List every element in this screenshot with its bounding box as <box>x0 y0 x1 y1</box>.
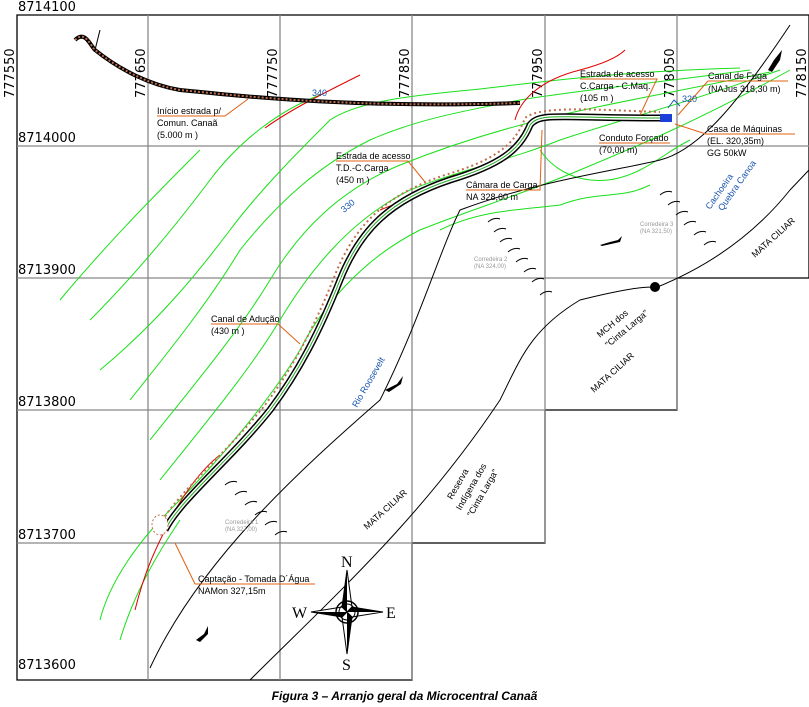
penstock-label: Conduto Forçado(70,00 m) <box>599 133 669 155</box>
adduction-canal-label: Canal de Adução(430 m ) <box>211 314 280 336</box>
road-start-label: Início estrada p/Comun. Canaã(5.000 m ) <box>157 106 222 140</box>
rapid-3-label: Corredeira 3(NA 321,50) <box>640 222 674 235</box>
flow-arrow-icon <box>385 376 403 392</box>
east-coord-label: 778050 <box>663 48 678 98</box>
north-coord-label: 8714100 <box>18 0 76 15</box>
north-coord-label: 8713800 <box>18 395 76 410</box>
contour-label-320: 320 <box>682 94 697 104</box>
river-banks <box>149 24 809 681</box>
compass-rose: N S E W <box>292 554 396 674</box>
mch-location-marker <box>650 282 660 292</box>
compass-north: N <box>341 554 353 571</box>
rapids-symbols <box>224 190 717 536</box>
adduction-canal <box>151 108 661 536</box>
east-coord-label: 777950 <box>531 48 546 98</box>
figure-caption: Figura 3 – Arranjo geral da Microcentral… <box>271 689 538 703</box>
rapid-1-label: Corredeira 1(NA 327,00) <box>225 520 259 533</box>
north-coord-label: 8713900 <box>18 263 76 278</box>
east-coord-label: 777750 <box>266 48 281 98</box>
powerhouse-icon <box>660 114 672 122</box>
tailrace-label: Canal de Fuga(NAJus 318,30 m) <box>708 71 781 94</box>
east-coord-label: 777850 <box>398 48 413 98</box>
flow-arrow-icon <box>600 236 622 246</box>
east-coord-label: 777650 <box>134 48 149 98</box>
map-frame <box>16 14 809 681</box>
leader-lines <box>157 78 795 585</box>
east-coord-label: 777550 <box>3 48 18 98</box>
compass-south: S <box>342 657 351 674</box>
north-coord-label: 8714000 <box>18 131 76 146</box>
powerhouse-label: Casa de Máquinas(EL. 320,35m)GG 50kW <box>707 124 783 158</box>
flow-arrow-icon <box>196 626 208 642</box>
compass-east: E <box>386 605 396 622</box>
east-coord-label: 778150 <box>795 48 809 98</box>
rapid-2-label: Corredeira 2(NA 324,00) <box>474 257 508 270</box>
north-coord-label: 8713600 <box>18 658 76 673</box>
north-coord-label: 8713700 <box>18 528 76 543</box>
coordinate-grid <box>17 15 809 680</box>
contour-label-340: 340 <box>312 88 327 98</box>
compass-west: W <box>292 605 308 622</box>
flow-arrow-icon <box>768 50 782 72</box>
